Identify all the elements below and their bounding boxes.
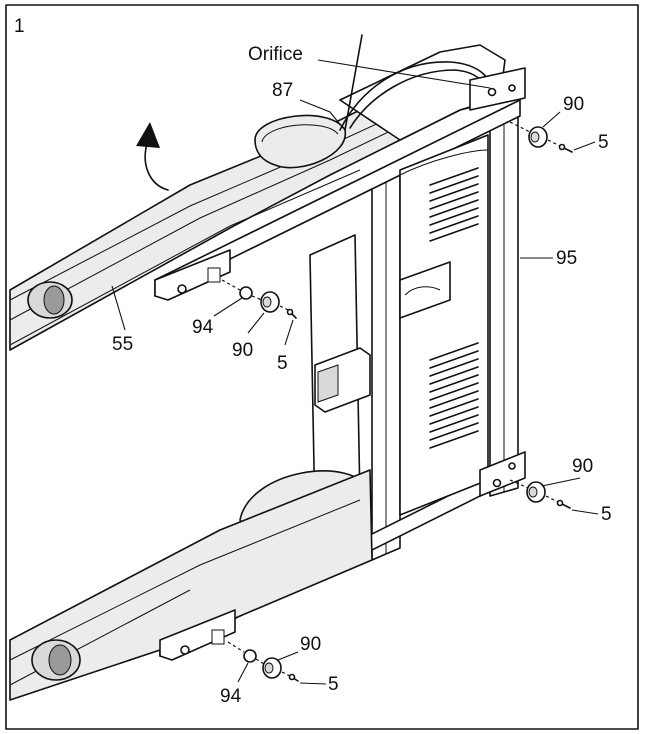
label-95: 95 <box>556 248 577 269</box>
label-90-low-right: 90 <box>572 456 593 477</box>
upper-left-bracket <box>154 249 231 301</box>
hardware-mid <box>221 279 297 319</box>
lower-vents <box>429 342 479 449</box>
lower-left-bracket <box>159 609 236 661</box>
label-55: 55 <box>112 334 133 355</box>
hardware-bottom <box>227 641 299 682</box>
label-94-mid: 94 <box>192 317 214 338</box>
inner-upright <box>309 234 371 521</box>
frame-border <box>5 4 639 730</box>
label-5-mid: 5 <box>277 353 288 374</box>
label-90-mid: 90 <box>232 340 253 361</box>
leader-lines <box>111 59 599 685</box>
label-5-top-right: 5 <box>598 132 609 153</box>
hardware-low-right <box>509 479 571 509</box>
label-87: 87 <box>272 80 293 101</box>
spacer-94-mid <box>239 286 253 300</box>
label-90-bottom: 90 <box>300 634 321 655</box>
lower-right-bracket <box>479 451 526 497</box>
top-bracket <box>469 67 526 111</box>
label-90-top-right: 90 <box>563 94 584 115</box>
label-5-bottom: 5 <box>328 674 339 695</box>
spacer-94-bottom <box>243 649 257 663</box>
lift-arrow-icon <box>136 122 169 191</box>
upper-rail <box>9 59 501 351</box>
hardware-top-right <box>509 121 573 153</box>
upper-vents <box>429 167 479 242</box>
label-5-low-right: 5 <box>601 504 612 525</box>
label-94-bottom: 94 <box>220 686 242 707</box>
label-orifice: Orifice <box>248 44 303 65</box>
step-number: 1 <box>14 16 25 37</box>
lower-rail <box>9 469 373 701</box>
motor-housing <box>399 134 489 516</box>
